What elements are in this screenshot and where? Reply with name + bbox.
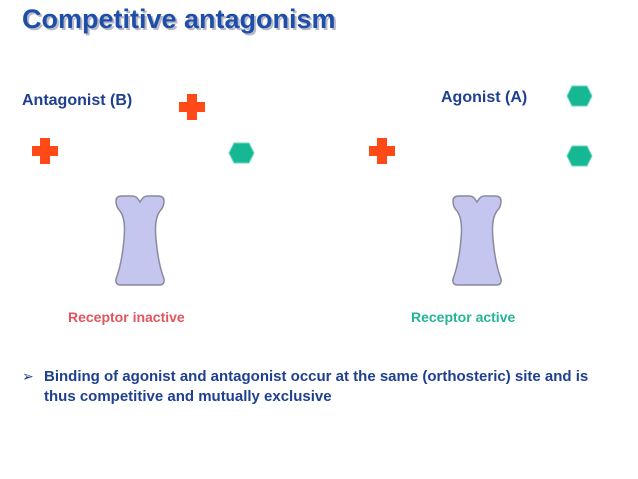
bullet-arrow-icon: ➢ <box>22 368 34 384</box>
receptor-active-label: Receptor active <box>411 309 516 325</box>
agonist-hexagon-icon <box>228 142 255 164</box>
receptor-active-shape <box>452 195 502 286</box>
bullet-text: Binding of agonist and antagonist occur … <box>44 368 589 405</box>
antagonist-cross-icon <box>32 138 58 164</box>
receptor-inactive-shape <box>115 195 165 286</box>
antagonist-cross-icon <box>369 138 395 164</box>
antagonist-label: Antagonist (B) <box>22 92 133 109</box>
agonist-label: Agonist (A) <box>441 89 528 106</box>
agonist-hexagon-icon <box>566 85 593 107</box>
antagonist-cross-icon <box>179 94 205 120</box>
receptor-inactive-label: Receptor inactive <box>68 309 185 325</box>
slide-title: Competitive antagonism <box>22 4 336 34</box>
agonist-hexagon-icon <box>566 145 593 167</box>
